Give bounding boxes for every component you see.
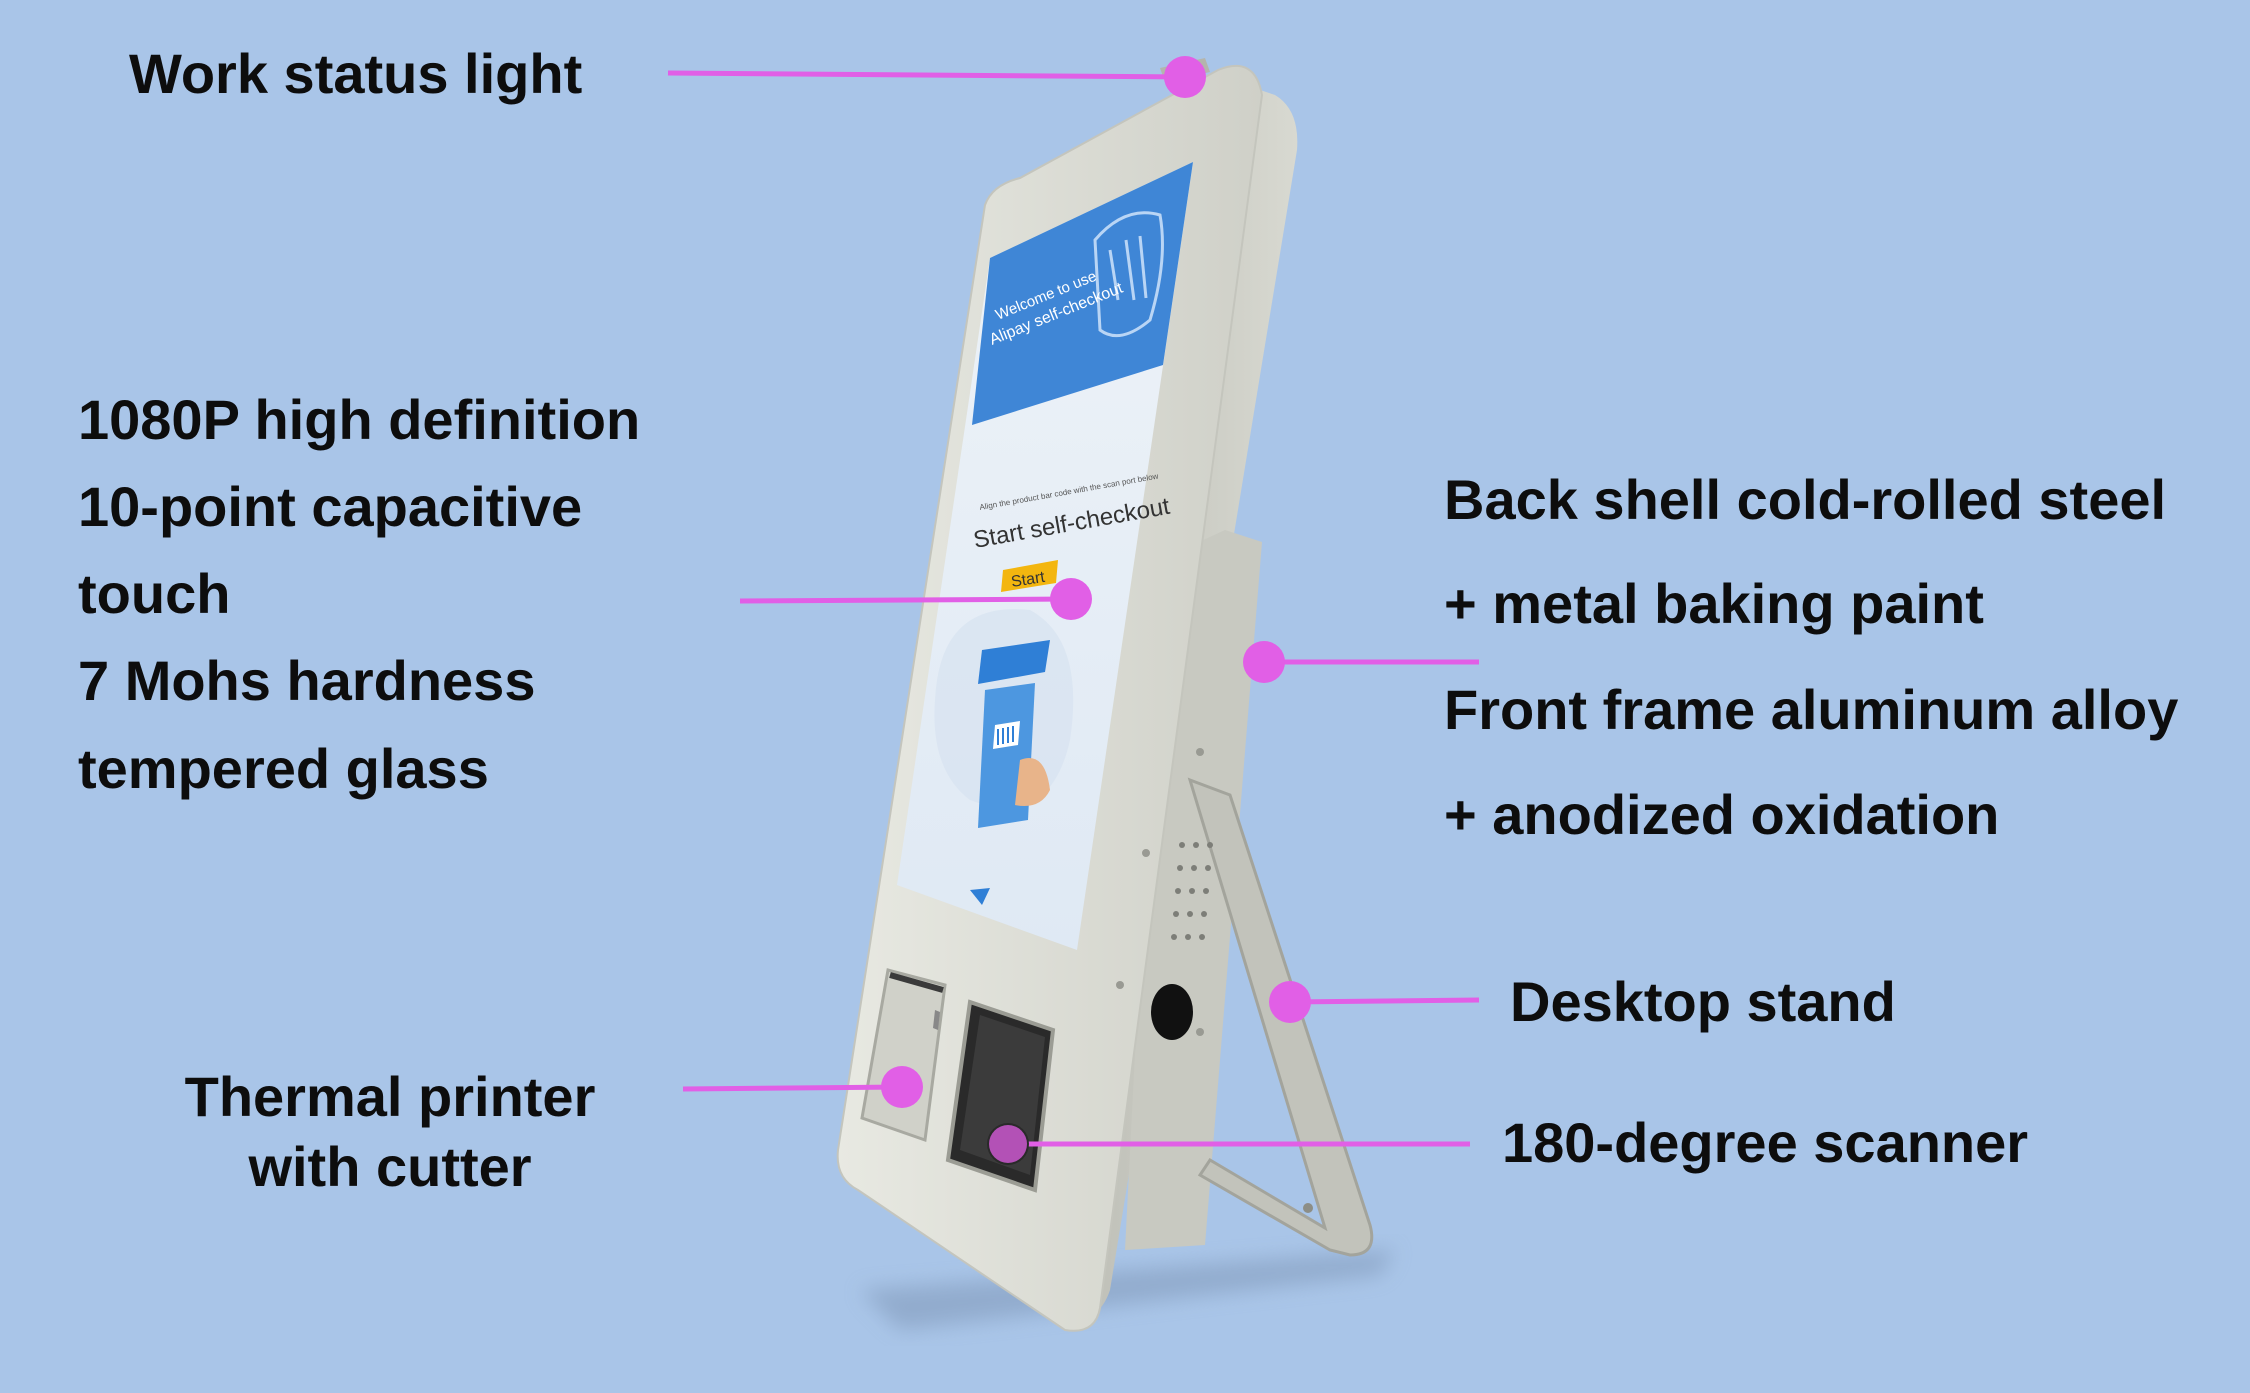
label-display-line-2: 10-point capacitive <box>78 475 583 538</box>
label-display-line-1: 1080P high definition <box>78 388 641 451</box>
label-display-line-5: tempered glass <box>78 737 489 800</box>
screw <box>1142 849 1150 857</box>
scan-illustration <box>934 609 1074 828</box>
thermal-printer <box>860 968 947 1143</box>
label-thermal-printer-line-2: with cutter <box>248 1135 532 1198</box>
label-shell-line-3: Front frame aluminum alloy <box>1444 678 2179 741</box>
callout-desktop-stand <box>1269 981 1480 1023</box>
label-thermal-printer-line-1: Thermal printer <box>184 1065 596 1128</box>
label-display-line-4: 7 Mohs hardness <box>78 649 536 712</box>
side-port <box>1151 984 1193 1040</box>
label-work-status-light: Work status light <box>129 42 583 105</box>
screen-start-button[interactable]: Start <box>1001 560 1058 592</box>
label-scanner: 180-degree scanner <box>1502 1111 2029 1174</box>
screw <box>1196 1028 1204 1036</box>
screw <box>1116 981 1124 989</box>
speaker-grille <box>1171 842 1213 940</box>
callout-shell <box>1243 641 1479 683</box>
label-shell-line-2: + metal baking paint <box>1444 572 1984 635</box>
callout-thermal-printer <box>682 1066 923 1108</box>
label-display-line-3: touch <box>78 562 231 625</box>
callout-scanner <box>987 1123 1470 1165</box>
kiosk-shadow <box>860 1250 1395 1330</box>
label-shell-line-4: + anodized oxidation <box>1444 783 2000 846</box>
label-desktop-stand: Desktop stand <box>1510 970 1896 1033</box>
callout-work-status-light <box>667 56 1206 98</box>
down-arrow-icon <box>970 888 990 905</box>
callout-display <box>739 578 1092 620</box>
screen-header <box>972 162 1193 425</box>
label-shell-line-1: Back shell cold-rolled steel <box>1444 468 2167 531</box>
screen-start-label: Start <box>1010 569 1047 591</box>
screw <box>1196 748 1204 756</box>
face-scan-graphic <box>1093 211 1164 338</box>
